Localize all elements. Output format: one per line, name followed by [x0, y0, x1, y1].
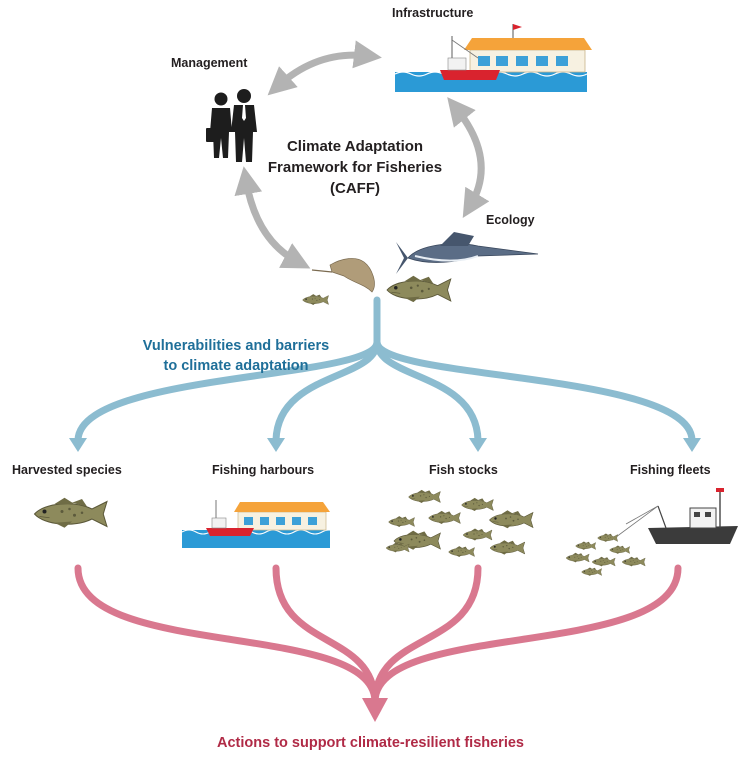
infrastructure-harbour-icon: [394, 24, 592, 92]
harvested-species-fish-icon: [33, 497, 108, 529]
fishing-fleets-icon: [565, 488, 738, 577]
action-arrowhead: [362, 698, 388, 722]
management-people-icon: [206, 89, 257, 162]
action-arrows: [74, 564, 682, 704]
caff-title: Climate Adaptation Framework for Fisheri…: [255, 136, 455, 199]
vulnerabilities-label-line-1: Vulnerabilities and barriers: [142, 338, 330, 354]
ecology-label: Ecology: [486, 213, 535, 227]
vulnerabilities-label-line-2: to climate adaptation: [163, 358, 309, 374]
caff-title-line-1: Climate Adaptation: [286, 138, 424, 155]
actions-label: Actions to support climate-resilient fis…: [217, 735, 524, 751]
infrastructure-label: Infrastructure: [392, 6, 474, 20]
caff-title-line-2: Framework for Fisheries: [267, 159, 443, 176]
caff-title-line-3: (CAFF): [330, 180, 380, 197]
management-ecology-arrow: [234, 166, 311, 269]
management-label: Management: [171, 56, 248, 70]
fish-stocks-icon: [385, 489, 534, 558]
cycle-arrows: [234, 40, 490, 269]
management-infrastructure-arrow: [267, 40, 382, 96]
infrastructure-ecology-arrow: [447, 97, 490, 218]
branch-label-fishing-fleets: Fishing fleets: [630, 463, 711, 477]
branch-label-harvested-species: Harvested species: [12, 463, 122, 477]
branch-label-fishing-harbours: Fishing harbours: [212, 463, 315, 477]
fishing-harbours-icon: [181, 500, 337, 548]
vulnerability-arrowheads: [69, 438, 701, 452]
branch-label-fish-stocks: Fish stocks: [429, 463, 498, 477]
vulnerability-arrows: [74, 296, 696, 444]
vulnerabilities-label: Vulnerabilities and barriers to climate …: [113, 336, 359, 376]
ecology-species-icon: [302, 232, 539, 306]
